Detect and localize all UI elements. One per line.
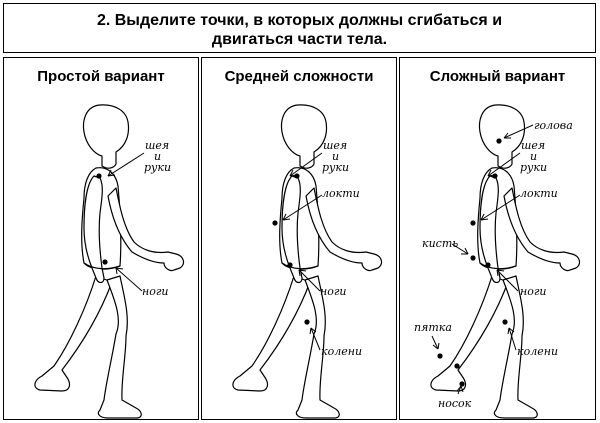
- label-elbows: локти: [322, 187, 360, 200]
- label-legs: ноги: [320, 285, 347, 298]
- label-heel: пятка: [414, 321, 452, 334]
- label-knees: колени: [517, 345, 559, 358]
- label-head: голова: [534, 119, 573, 132]
- task-header: 2. Выделите точки, в которых должны сгиб…: [3, 3, 596, 53]
- label-legs: ноги: [142, 285, 169, 298]
- figure-simple: [34, 104, 185, 419]
- label-wrist: кисть: [422, 237, 459, 250]
- task-title-line-1: 2. Выделите точки, в которых должны сгиб…: [96, 12, 503, 29]
- label-neck: шея: [521, 139, 546, 152]
- panel-simple: Простой вариант шея и руки ноги: [3, 57, 199, 420]
- panel-complex-title: Сложный вариант: [429, 68, 566, 85]
- label-arms: руки: [144, 161, 172, 174]
- figure-medium: [232, 104, 383, 419]
- panel-medium-title: Средней сложности: [224, 68, 374, 85]
- label-toe: носок: [438, 397, 472, 410]
- pointer-arrows: [431, 124, 534, 395]
- panel-simple-title: Простой вариант: [37, 68, 165, 85]
- pointer-arrows: [282, 152, 323, 351]
- label-knees: колени: [321, 345, 363, 358]
- label-arms: руки: [520, 161, 548, 174]
- figure-complex: [430, 104, 581, 419]
- label-and: и: [332, 150, 340, 163]
- joint-dots: [96, 173, 108, 265]
- label-elbows: локти: [520, 187, 558, 200]
- label-and: и: [154, 150, 162, 163]
- label-legs: ноги: [520, 285, 547, 298]
- label-neck: шея: [145, 139, 170, 152]
- panel-complex: Сложный вариант: [399, 57, 596, 420]
- pointer-arrows: [107, 152, 145, 292]
- label-arms: руки: [322, 161, 350, 174]
- label-neck: шея: [323, 139, 348, 152]
- task-title-line-2: двигаться части тела.: [211, 31, 388, 48]
- label-and: и: [530, 150, 538, 163]
- panel-medium: Средней сложности шея и руки локти ноги …: [201, 57, 397, 420]
